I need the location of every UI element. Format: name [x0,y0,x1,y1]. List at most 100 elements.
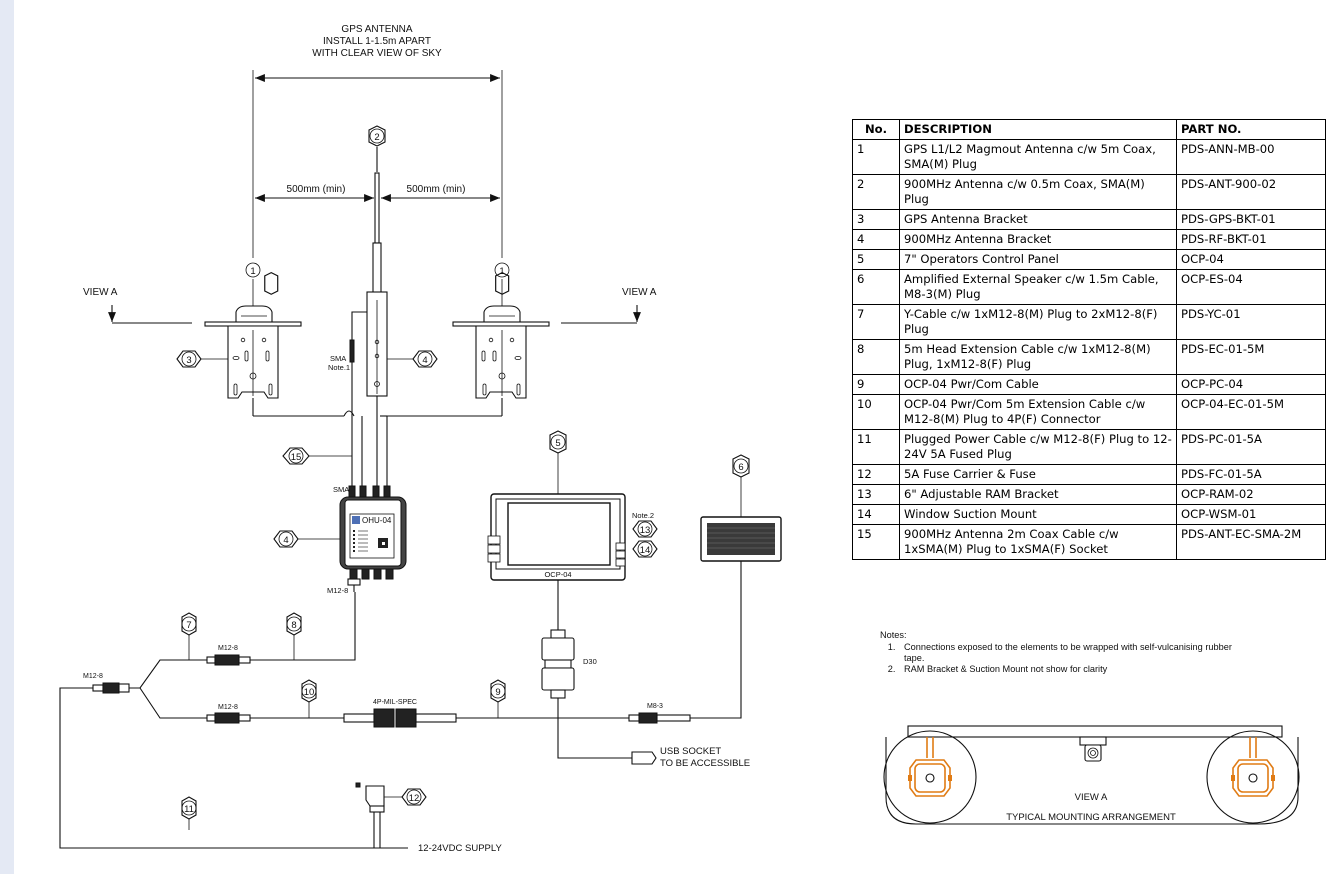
m12-8-lower-label: M12-8 [218,704,238,711]
gps-antenna-note: GPS ANTENNA INSTALL 1-1.5m APART WITH CL… [312,24,442,59]
svg-text:13: 13 [640,525,651,536]
svg-text:15: 15 [291,452,302,463]
svg-text:5: 5 [555,438,560,449]
note-item: Connections exposed to the elements to b… [898,642,1234,664]
view-a-right-label: VIEW A [622,287,657,298]
ohu-04-unit: SMA OHU-04 M12-8 [250,485,407,661]
svg-text:2: 2 [374,132,379,143]
cable-harness: M12-8 M12-8 M12-8 4P-MIL-SPEC M8-3 USB S… [59,645,750,854]
svg-text:4: 4 [422,355,427,366]
svg-text:6: 6 [738,462,743,473]
svg-text:4: 4 [283,535,288,546]
balloon-15: 15 [282,447,352,465]
m12-8-top-label: M12-8 [218,645,238,652]
left-gps-antenna-bracket [204,305,344,417]
mil-spec-label: 4P-MIL-SPEC [373,699,417,706]
svg-text:14: 14 [640,545,651,556]
gps-note-line-3: WITH CLEAR VIEW OF SKY [312,48,442,59]
m8-3-label: M8-3 [647,703,663,710]
svg-text:11: 11 [184,804,194,815]
usb-accessible-label: TO BE ACCESSIBLE [660,758,750,769]
sma-label: SMA [330,354,346,363]
d30-label: D30 [583,657,597,666]
svg-text:1: 1 [250,266,255,277]
antenna-spacing-dimensions: 500mm (min) 500mm (min) [254,184,500,202]
ocp-label: OCP-04 [544,570,571,579]
sma-top-label: SMA [333,485,349,494]
d30-connector: D30 [541,629,597,718]
external-speaker [690,516,782,719]
m12-8-y-label: M12-8 [83,673,103,680]
part-balloons: 1 1 2 3 4 15 [176,125,750,830]
header-description: DESCRIPTION [899,119,1177,140]
balloon-11: 11 [181,796,197,830]
svg-text:10: 10 [304,687,315,698]
balloon-8: 8 [286,612,302,660]
balloon-10: 10 [301,679,317,718]
ocp-04-panel: OCP-04 Note.2 [487,493,654,630]
balloon-7: 7 [181,612,197,660]
note2-label: Note.2 [632,511,654,520]
left-spacing-label: 500mm (min) [287,184,346,195]
notes-title: Notes: [880,630,907,640]
svg-text:12: 12 [409,793,420,804]
right-gps-antenna-bracket [380,305,550,417]
balloon-4-bottom: 4 [273,530,340,548]
svg-text:1: 1 [499,266,504,277]
balloon-4-top: 4 [387,350,438,368]
svg-text:3: 3 [186,355,191,366]
balloon-2: 2 [368,125,386,147]
right-spacing-label: 500mm (min) [407,184,466,195]
m12-8-bottom-label: M12-8 [327,586,348,595]
notes-block: Notes: Connections exposed to the elemen… [880,630,1234,675]
balloon-3: 3 [176,350,228,368]
view-a-left-label: VIEW A [83,287,118,298]
usb-socket-label: USB SOCKET [660,746,721,757]
svg-text:7: 7 [186,620,191,631]
table-header-row: No. DESCRIPTION PART NO. [852,119,1326,140]
balloon-14: 14 [632,540,658,558]
gps-puck-left [908,737,952,797]
note-item: RAM Bracket & Suction Mount not show for… [898,664,1234,675]
ohu-label: OHU-04 [362,516,392,525]
view-a-markers: VIEW A VIEW A [83,287,657,324]
supply-label: 12-24VDC SUPPLY [418,843,502,854]
balloon-6: 6 [732,454,750,517]
header-part-no: PART NO. [1176,119,1326,140]
sma-note: SMA Note.1 [328,354,350,372]
svg-text:8: 8 [291,620,296,631]
svg-text:9: 9 [495,687,500,698]
balloon-1-left: 1 [245,262,279,295]
gps-puck-right [1231,737,1275,797]
balloon-5: 5 [549,430,567,494]
gps-note-line-2: INSTALL 1-1.5m APART [323,36,431,47]
view-a-caption: VIEW A [1075,792,1108,803]
balloon-13: 13 [632,520,658,538]
view-a-detail: VIEW A TYPICAL MOUNTING ARRANGEMENT [883,725,1300,825]
balloon-12: 12 [384,788,427,806]
note1-label: Note.1 [328,363,350,372]
balloon-9: 9 [490,679,506,718]
gps-spacing-dimension [252,70,503,258]
900mhz-antenna [343,147,388,488]
notes-list: Connections exposed to the elements to b… [880,642,1234,675]
header-no: No. [852,119,900,140]
gps-note-line-1: GPS ANTENNA [341,24,412,35]
